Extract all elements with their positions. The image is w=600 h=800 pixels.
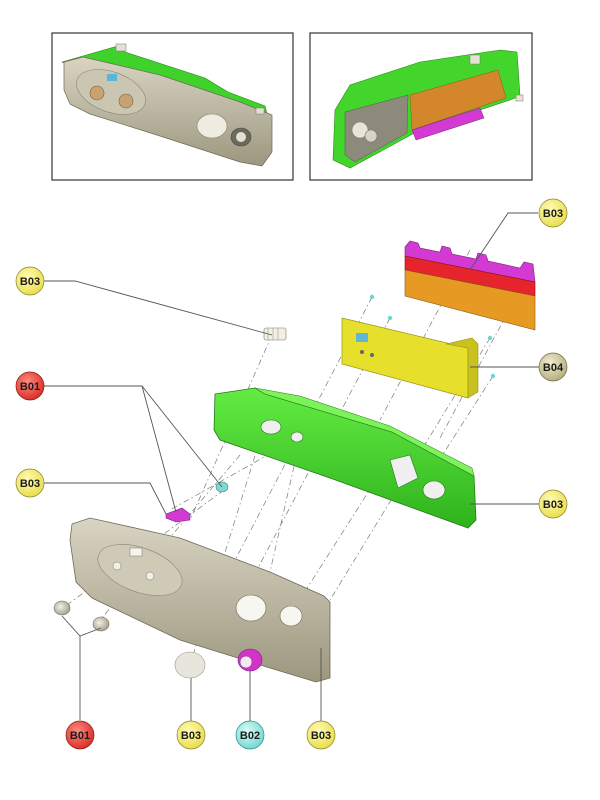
callout-b01-left: B01: [15, 371, 45, 401]
grey-bezel-window: [129, 547, 143, 557]
connector-strip-orange: [404, 269, 536, 331]
callout-b04-right: B04: [538, 352, 568, 382]
knob-1: [53, 600, 71, 616]
inset-rear-view: [309, 32, 533, 181]
inset-front-view: [51, 32, 294, 181]
green-chassis-body: [213, 387, 477, 529]
green-chassis-top-edge: [254, 387, 475, 477]
magenta-knob: [237, 648, 263, 672]
circuit-board-pot-1: [360, 350, 364, 354]
callout-b02-bottom: B02: [235, 720, 265, 750]
grey-bezel-hole-small: [279, 605, 303, 627]
screw-3: [487, 335, 493, 341]
circuit-board-display: [356, 333, 368, 342]
green-chassis-cutout: [389, 454, 419, 489]
inset-rear-spring: [351, 121, 369, 139]
callout-b03-top-right: B03: [538, 198, 568, 228]
circuit-board: [341, 317, 479, 399]
inset-front-knob-right: [118, 93, 134, 109]
callout-label: B02: [240, 730, 260, 742]
green-chassis-hole-1: [260, 419, 282, 435]
inset-rear-magenta-connector: [411, 107, 485, 141]
callout-label: B03: [543, 499, 563, 511]
callout-label: B01: [20, 381, 40, 393]
inset-front-knob-left: [89, 85, 105, 101]
leader-lines: [40, 212, 540, 722]
green-chassis: [213, 387, 477, 529]
inset-front-socket-core: [236, 132, 246, 142]
grey-bezel-hole-2: [145, 571, 155, 581]
inset-front-display: [107, 74, 117, 81]
screw-2: [387, 315, 393, 321]
inset-rear-orange-connector: [409, 69, 507, 131]
connector-strip-magenta: [404, 240, 536, 283]
callout-b03-upper-left: B03: [15, 266, 45, 296]
screw-4: [490, 373, 496, 379]
callout-label: B03: [543, 208, 563, 220]
callout-label: B03: [181, 730, 201, 742]
screw-1: [369, 294, 375, 300]
small-bracket: [165, 507, 191, 523]
inset-rear-top-connector: [469, 54, 481, 65]
grey-bezel: [69, 517, 331, 683]
callout-b03-bottom-2: B03: [306, 720, 336, 750]
grey-bezel-recess: [97, 544, 183, 596]
small-spring-connector: [263, 327, 287, 341]
callout-label: B03: [311, 730, 331, 742]
green-chassis-hole-3: [422, 480, 446, 500]
inset-front-connector: [115, 43, 127, 52]
grey-bezel-hole-large: [235, 594, 267, 622]
connector-strip: [404, 240, 536, 331]
inset-front-cap: [196, 113, 228, 139]
callout-label: B04: [543, 362, 564, 374]
circuit-board-pot-2: [370, 353, 374, 357]
knob-2: [92, 616, 110, 632]
knobs: [53, 600, 110, 632]
callout-b01-bottom: B01: [65, 720, 95, 750]
callout-label: B03: [20, 276, 40, 288]
inset-rear-spring-2: [364, 129, 378, 143]
grey-bezel-hole-1: [112, 561, 122, 571]
circuit-board-side: [445, 337, 479, 399]
callout-label: B01: [70, 730, 90, 742]
inset-front-tab: [255, 107, 265, 115]
green-chassis-hole-2: [290, 431, 304, 443]
callout-b03-mid-left: B03: [15, 468, 45, 498]
callout-b03-bottom-1: B03: [176, 720, 206, 750]
inset-rear-tab: [515, 94, 524, 102]
callout-label: B03: [20, 478, 40, 490]
screws: [369, 294, 496, 379]
circuit-board-face: [341, 317, 469, 399]
callout-b03-mid-right: B03: [538, 489, 568, 519]
inset-rear-housing: [344, 94, 409, 163]
round-cap: [174, 651, 206, 679]
